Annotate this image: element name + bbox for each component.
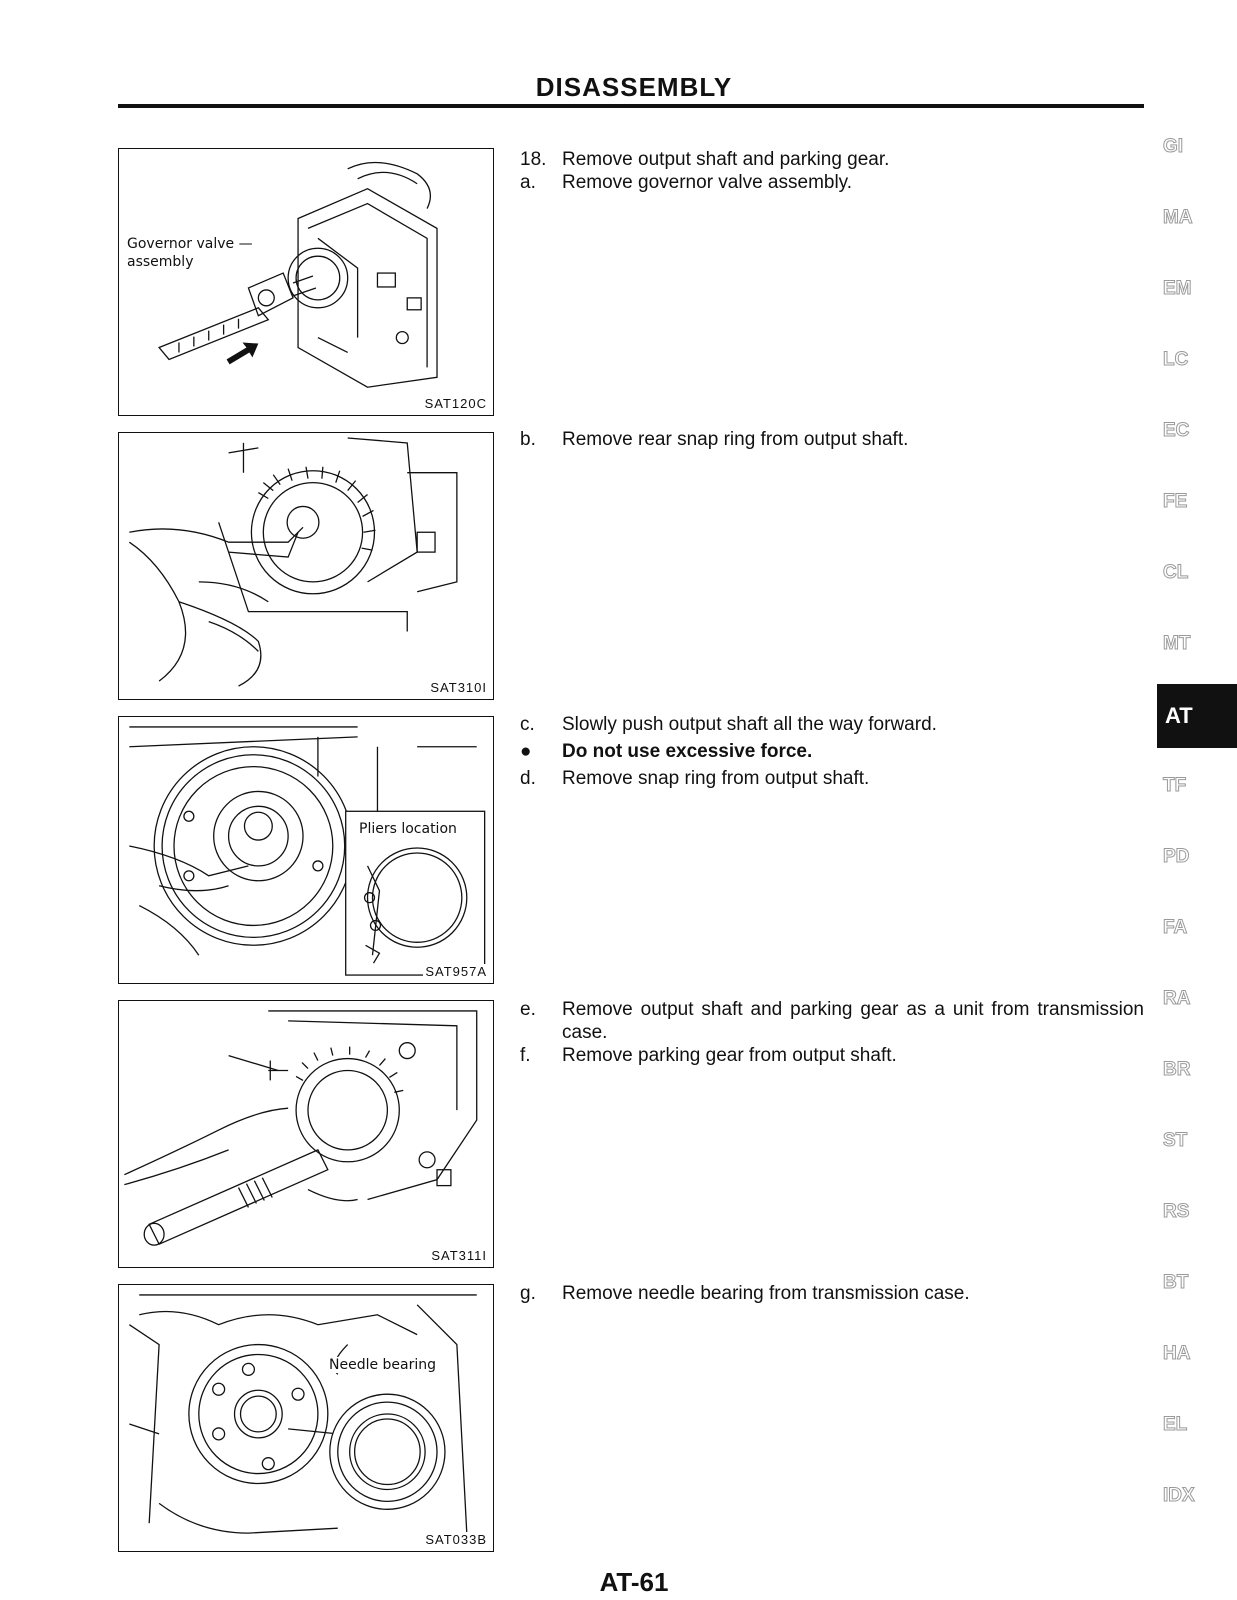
side-index-fa[interactable]: FA xyxy=(1163,917,1188,939)
title-rule xyxy=(118,104,1144,108)
step-text: Do not use excessive force. xyxy=(562,741,813,762)
step-item: d. Remove snap ring from output shaft. xyxy=(520,767,1144,790)
figure-label-governor-valve: Governor valve — assembly xyxy=(127,235,253,271)
side-index-st[interactable]: ST xyxy=(1163,1130,1188,1152)
figure-output-shaft-snap-ring: Pliers location SAT957A xyxy=(118,716,494,984)
step-marker: b. xyxy=(520,429,536,450)
step-text: Remove snap ring from output shaft. xyxy=(562,768,870,789)
side-index-ha[interactable]: HA xyxy=(1163,1343,1191,1365)
side-index-lc[interactable]: LC xyxy=(1163,349,1189,371)
figure-code: SAT033B xyxy=(423,1532,489,1547)
side-index-pd[interactable]: PD xyxy=(1163,846,1190,868)
step-section-g: g. Remove needle bearing from transmissio… xyxy=(520,1282,1144,1305)
page-number: AT-61 xyxy=(599,1567,669,1597)
step-item: 18. Remove output shaft and parking gear. xyxy=(520,148,1144,171)
step-item: e. Remove output shaft and parking gear a… xyxy=(520,998,1144,1044)
side-index-fe[interactable]: FE xyxy=(1163,491,1188,513)
snap-ring-pliers-illustration xyxy=(128,437,458,687)
step-text: Remove rear snap ring from output shaft. xyxy=(562,429,909,450)
bullet-icon: ● xyxy=(520,741,532,762)
step-text: Slowly push output shaft all the way for… xyxy=(562,714,937,735)
step-item: c. Slowly push output shaft all the way f… xyxy=(520,713,1144,736)
governor-valve-illustration xyxy=(158,161,438,388)
step-section-b: b. Remove rear snap ring from output shaf… xyxy=(520,428,1144,451)
side-index-br[interactable]: BR xyxy=(1163,1059,1191,1081)
step-section-e-f: e. Remove output shaft and parking gear a… xyxy=(520,998,1144,1067)
step-item: b. Remove rear snap ring from output shaf… xyxy=(520,428,1144,451)
step-text: Remove parking gear from output shaft. xyxy=(562,1045,897,1066)
pliers-location-illustration xyxy=(129,726,486,976)
step-text: Remove governor valve assembly. xyxy=(562,172,853,193)
output-shaft-removal-illustration xyxy=(124,1010,478,1246)
needle-bearing-illustration xyxy=(128,1294,477,1534)
step-item: g. Remove needle bearing from transmissio… xyxy=(520,1282,1144,1305)
step-section-18: 18. Remove output shaft and parking gear.… xyxy=(520,148,1144,194)
side-index-tf[interactable]: TF xyxy=(1163,775,1187,797)
step-text: Remove needle bearing from transmission … xyxy=(562,1283,970,1304)
side-index-gi[interactable]: GI xyxy=(1163,136,1184,158)
figure-label-pliers-location: Pliers location xyxy=(359,821,457,837)
figure-label-needle-bearing: Needle bearing xyxy=(329,1357,437,1373)
figure-code: SAT120C xyxy=(422,396,489,411)
side-index-cl[interactable]: CL xyxy=(1163,562,1189,584)
step-marker: c. xyxy=(520,714,535,735)
side-index-bt[interactable]: BT xyxy=(1163,1272,1189,1294)
step-text: Remove output shaft and parking gear as … xyxy=(562,999,1144,1043)
figure-needle-bearing: Needle bearing SAT033B xyxy=(118,1284,494,1552)
figure-output-shaft-removal: SAT311I xyxy=(118,1000,494,1268)
figure-code: SAT311I xyxy=(429,1248,489,1263)
side-index-ec[interactable]: EC xyxy=(1163,420,1190,442)
figure-governor-valve: Governor valve — assembly SAT120C xyxy=(118,148,494,416)
side-index-el[interactable]: EL xyxy=(1163,1414,1188,1436)
side-index-at-active[interactable]: AT xyxy=(1157,684,1237,748)
side-index-ra[interactable]: RA xyxy=(1163,988,1191,1010)
side-index-mt[interactable]: MT xyxy=(1163,633,1191,655)
step-item: f. Remove parking gear from output shaft. xyxy=(520,1044,1144,1067)
step-marker: g. xyxy=(520,1283,536,1304)
figure-rear-snap-ring: SAT310I xyxy=(118,432,494,700)
side-index-ma[interactable]: MA xyxy=(1163,207,1194,229)
figure-code: SAT310I xyxy=(428,680,489,695)
step-marker: a. xyxy=(520,172,536,193)
step-text: Remove output shaft and parking gear. xyxy=(562,149,890,170)
page-title: DISASSEMBLY xyxy=(535,72,733,102)
step-marker: f. xyxy=(520,1045,531,1066)
step-marker: 18. xyxy=(520,149,547,170)
side-index-em[interactable]: EM xyxy=(1163,278,1193,300)
figure-code: SAT957A xyxy=(423,964,489,979)
side-index-rs[interactable]: RS xyxy=(1163,1201,1190,1223)
step-section-c-d: c. Slowly push output shaft all the way f… xyxy=(520,713,1144,790)
step-item: a. Remove governor valve assembly. xyxy=(520,171,1144,194)
side-index-idx[interactable]: IDX xyxy=(1163,1485,1196,1507)
step-marker: d. xyxy=(520,768,536,789)
step-marker: e. xyxy=(520,999,536,1020)
step-item-warning: ● Do not use excessive force. xyxy=(520,740,1144,763)
